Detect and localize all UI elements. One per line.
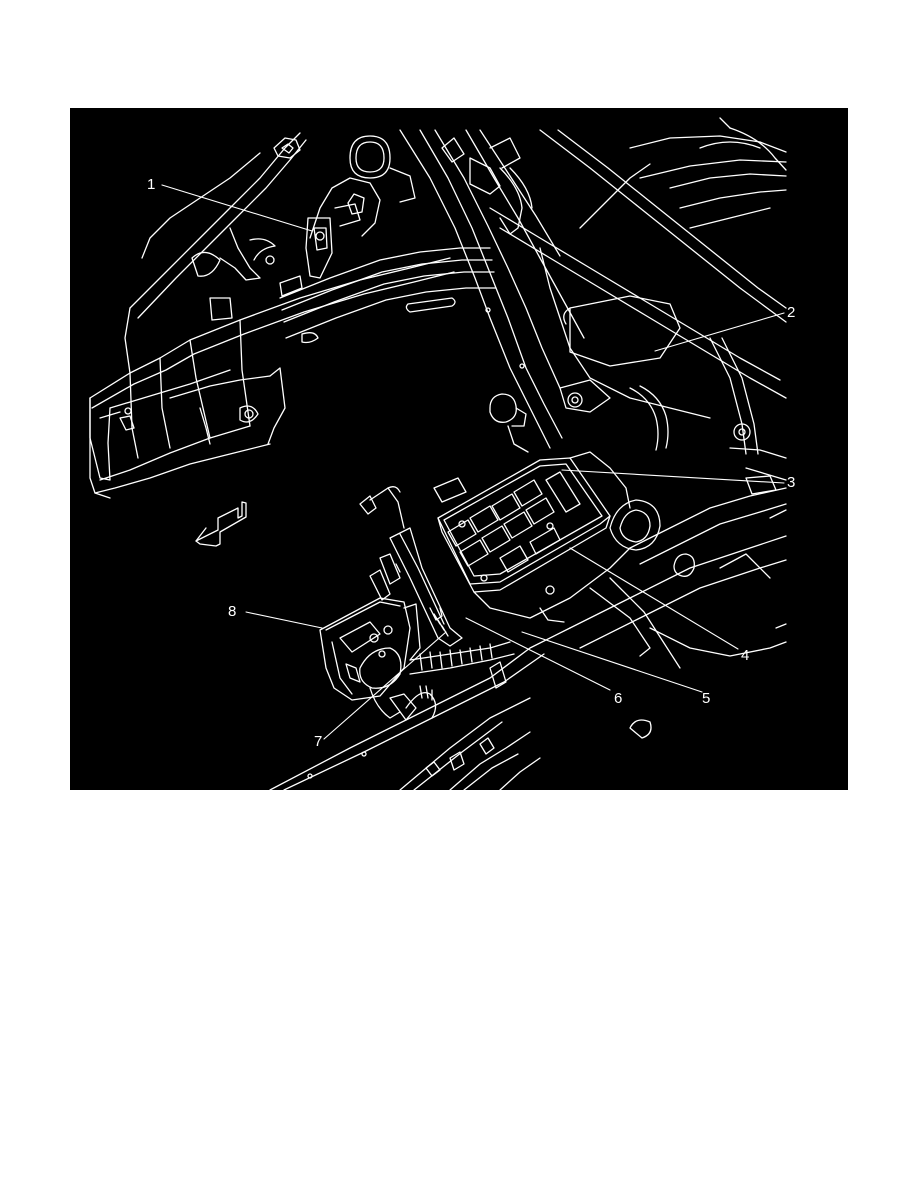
callout-3: 3 [787,474,796,491]
left-strut-tower-structure [89,132,455,481]
callout-2: 2 [787,304,796,321]
underhood-fuse-block [433,451,631,623]
reservoir-area [349,135,416,203]
right-side-structure [489,117,787,495]
callout-leaders [161,184,785,740]
engine-compartment-diagram: 1 2 3 4 5 6 7 8 [70,108,848,790]
callout-5: 5 [702,690,711,707]
callout-7: 7 [314,733,323,750]
upper-cross-member [279,247,497,344]
callout-1: 1 [147,176,156,193]
harness-bracket [359,486,463,647]
fluid-cap [489,393,529,453]
abs-module [319,597,515,721]
callout-8: 8 [228,603,237,620]
callout-4: 4 [741,647,750,664]
line-drawing [89,117,787,790]
front-frame-rail [89,367,286,499]
lower-structure [269,487,787,790]
center-pillar [399,129,585,449]
callout-6: 6 [614,690,623,707]
front-of-vehicle-arrow [195,501,247,547]
